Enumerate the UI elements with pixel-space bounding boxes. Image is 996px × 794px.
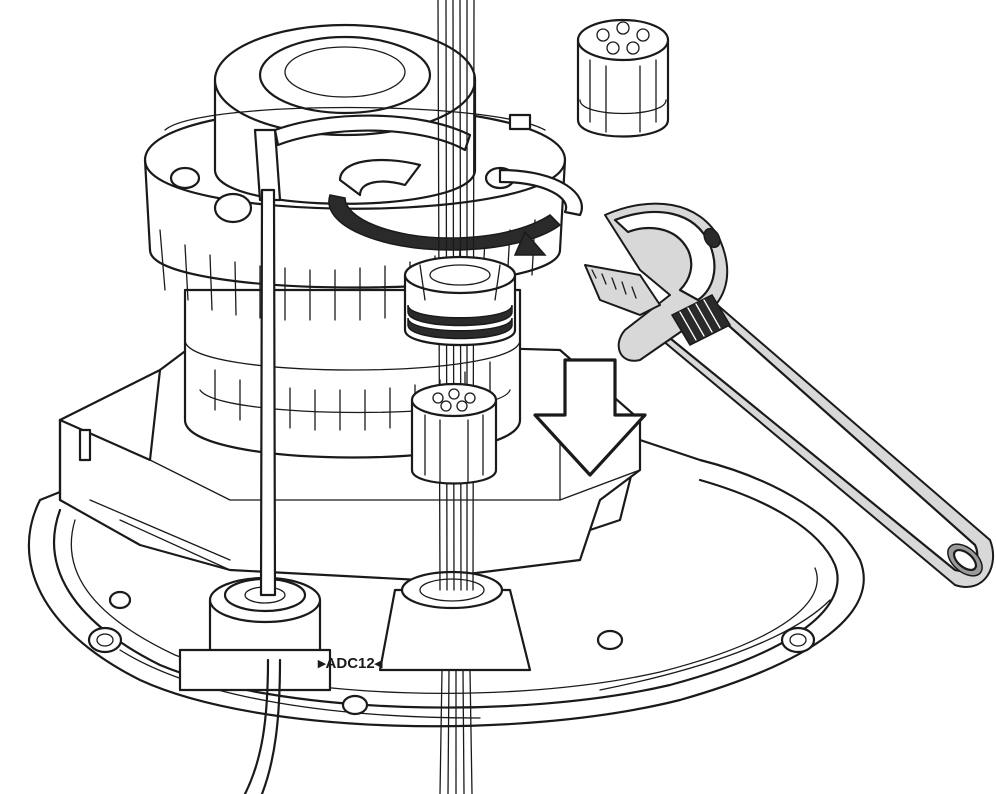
right-cable-entry: [378, 570, 532, 672]
gland-nut: [403, 255, 517, 347]
down-arrow: [533, 358, 647, 477]
left-cable-gland: [178, 576, 332, 692]
base-label: ▸ADC12◂: [317, 655, 383, 672]
grommet-insert: [410, 382, 498, 485]
left-cable: [243, 188, 282, 794]
rotation-arrow: [328, 158, 583, 256]
wrench: [584, 202, 995, 588]
cable-strap: [253, 114, 472, 202]
spare-grommet: [576, 18, 670, 138]
